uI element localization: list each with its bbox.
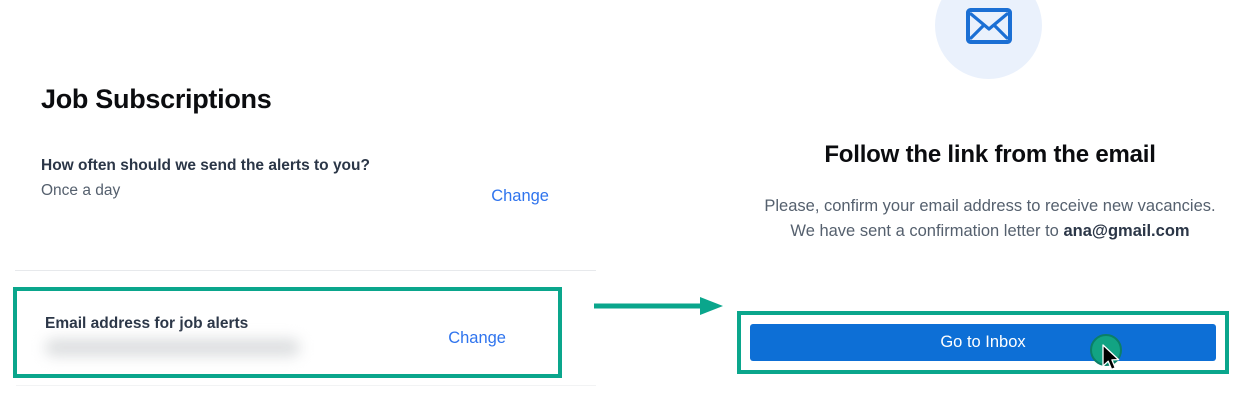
page-title: Job Subscriptions [41,84,272,114]
email-change-link[interactable]: Change [448,329,506,347]
confirmation-email-address: ana@gmail.com [1063,222,1190,241]
envelope-icon [965,7,1013,45]
envelope-icon-badge [935,0,1042,79]
frequency-label: How often should we send the alerts to y… [41,157,370,174]
frequency-setting-row: How often should we send the alerts to y… [41,155,560,205]
mouse-cursor-icon [1102,344,1122,374]
confirmation-body: Please, confirm your email address to re… [750,194,1230,244]
section-divider [15,270,596,271]
go-to-inbox-button[interactable]: Go to Inbox [750,324,1216,361]
email-confirmation-panel: Follow the link from the email Please, c… [730,0,1250,404]
go-to-inbox-highlight: Go to Inbox [737,311,1229,374]
flow-arrow-icon [592,296,727,316]
confirmation-heading: Follow the link from the email [824,141,1156,168]
email-setting-row-highlight: Email address for job alerts Change [13,287,562,378]
email-label: Email address for job alerts [45,315,249,332]
job-subscriptions-panel: Job Subscriptions How often should we se… [0,0,600,404]
card-bottom-edge [16,385,596,386]
confirmation-body-text: Please, confirm your email address to re… [764,197,1216,241]
frequency-value: Once a day [41,182,121,199]
email-value-redacted [45,339,300,356]
click-marker [1090,334,1122,366]
frequency-change-link[interactable]: Change [491,187,549,205]
